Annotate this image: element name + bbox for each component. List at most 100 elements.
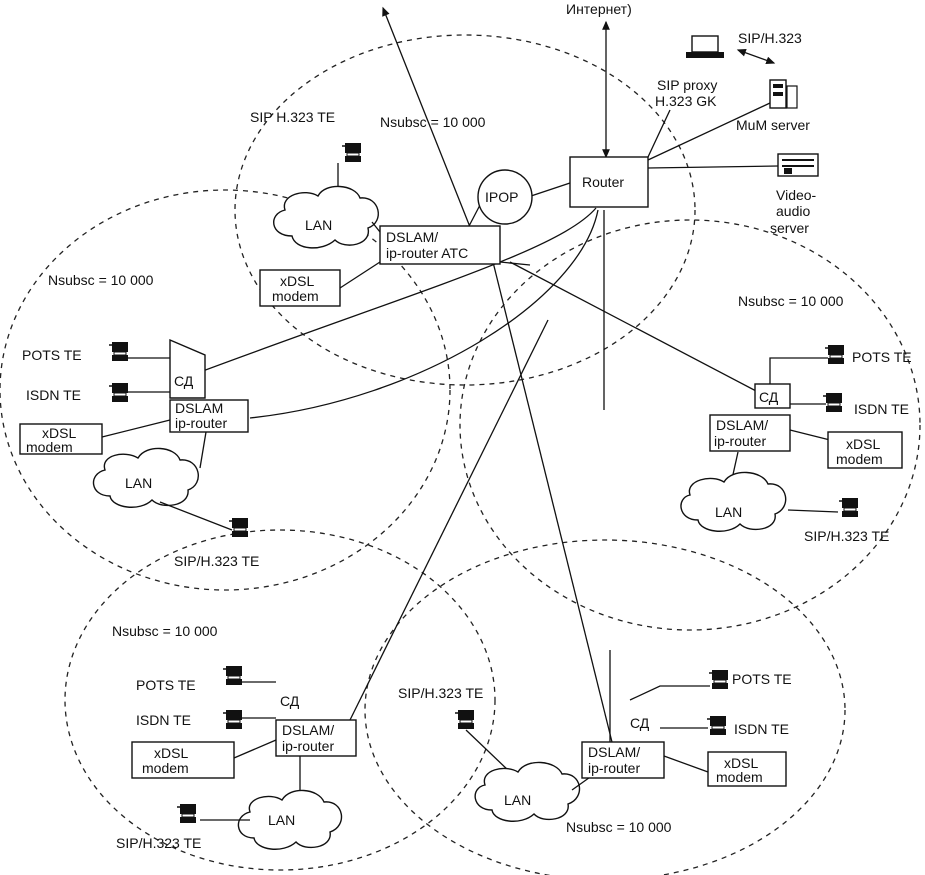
center-lan-dslam-link — [371, 221, 381, 233]
left-isdn-label: ISDN TE — [26, 387, 81, 403]
nsubsc-right: Nsubsc = 10 000 — [738, 293, 844, 309]
right-xdsl-label-2: modem — [836, 451, 883, 467]
bottom-isdn-label: ISDN TE — [734, 721, 789, 737]
bl-sip-te-icon — [176, 803, 197, 824]
uplink-arrow-left — [382, 6, 471, 228]
right-sip-te-icon — [838, 497, 859, 518]
router-mum-link — [647, 102, 771, 161]
video-label-2: audio — [776, 203, 810, 219]
bottom-sd-label: СД — [630, 715, 650, 731]
bottom-pots-icon — [708, 669, 729, 690]
atc-bottom-left-link — [349, 319, 549, 721]
left-xdsl-label-1: xDSL — [42, 425, 76, 441]
left-lan-te-link — [159, 501, 233, 531]
bottom-dslam-box: DSLAM/ ip-router — [581, 741, 665, 779]
center-dslam-out — [499, 261, 531, 266]
bl-lan-label: LAN — [268, 812, 295, 828]
ipop-node: IPOP — [477, 169, 533, 225]
center-sip-te-label: SIP H.323 TE — [250, 109, 335, 125]
bottom-xdsl-link — [663, 755, 709, 773]
left-xdsl-label-2: modem — [26, 439, 73, 455]
router-video-link — [647, 165, 779, 169]
bl-sd-label: СД — [280, 693, 300, 709]
bottom-sip-te-icon — [454, 709, 475, 730]
left-dslam-label-1: DSLAM — [175, 400, 223, 416]
bl-xdsl-modem: xDSL modem — [131, 741, 235, 779]
left-pots-label: POTS TE — [22, 347, 82, 363]
bottom-dslam-label-2: ip-router — [588, 760, 640, 776]
nsubsc-left: Nsubsc = 10 000 — [48, 272, 154, 288]
sip-h323-arrow — [736, 48, 776, 65]
core-links — [199, 6, 779, 743]
right-sd-splitter: СД — [754, 383, 791, 409]
right-sd-label: СД — [759, 389, 779, 405]
sip-h323-label: SIP/H.323 — [738, 30, 802, 46]
left-sd-label: СД — [174, 373, 194, 389]
nsubsc-bottom-left: Nsubsc = 10 000 — [112, 623, 218, 639]
coverage-circle-right — [459, 219, 921, 631]
coverage-circle-left — [0, 189, 451, 591]
right-dslam-label-1: DSLAM/ — [716, 417, 768, 433]
right-dslam-box: DSLAM/ ip-router — [709, 414, 791, 452]
left-lan: LAN — [92, 447, 199, 508]
nsubsc-top: Nsubsc = 10 000 — [380, 114, 486, 130]
bottom-sip-te-label: SIP/H.323 TE — [398, 685, 483, 701]
bl-xdsl-label-2: modem — [142, 760, 189, 776]
atc-right-link — [509, 261, 759, 393]
bl-dslam-label-1: DSLAM/ — [282, 722, 334, 738]
right-xdsl-label-1: xDSL — [846, 436, 880, 452]
atc-bottom-link — [492, 261, 613, 743]
right-lan-te-link — [787, 509, 839, 513]
bottom-lan: LAN — [474, 761, 581, 822]
bl-dslam-label-2: ip-router — [282, 738, 334, 754]
center-xdsl-modem: xDSL modem — [259, 269, 341, 307]
center-dslam-box: DSLAM/ ip-router ATC — [379, 225, 501, 265]
left-pots-icon — [108, 341, 129, 362]
bl-dslam-box: DSLAM/ ip-router — [275, 719, 357, 757]
bl-xdsl-label-1: xDSL — [154, 745, 188, 761]
video-label-3: server — [770, 220, 809, 236]
left-dslam-lan-link — [199, 431, 207, 469]
bottom-pots-link — [629, 685, 710, 701]
bottom-lan-label: LAN — [504, 792, 531, 808]
bottom-te-lan-link — [465, 729, 511, 773]
left-lan-label: LAN — [125, 475, 152, 491]
right-isdn-label: ISDN TE — [854, 401, 909, 417]
right-pots-icon — [824, 344, 845, 365]
left-xdsl-link — [101, 419, 171, 438]
video-server-icon — [777, 153, 819, 177]
bottom-pots-label: POTS TE — [732, 671, 792, 687]
sip-proxy-label: SIP proxy — [657, 77, 717, 93]
coverage-circle-center — [234, 34, 696, 386]
center-xdsl-label-2: modem — [272, 288, 319, 304]
coverage-circle-bottom — [364, 539, 846, 875]
bl-pots-label: POTS TE — [136, 677, 196, 693]
right-pots-link — [769, 357, 828, 392]
dslam-ipop-link — [467, 204, 481, 229]
left-sd-splitter: СД — [169, 338, 206, 399]
bottom-xdsl-modem: xDSL modem — [707, 751, 787, 787]
router-left-link — [199, 207, 597, 373]
bottom-xdsl-label-2: modem — [716, 769, 763, 785]
bl-pots-icon — [222, 665, 243, 686]
bottom-isdn-icon — [706, 715, 727, 736]
right-isdn-icon — [822, 392, 843, 413]
left-dslam-box: DSLAM ip-router — [169, 399, 249, 433]
internet-label: Интернет) — [566, 1, 632, 17]
bottom-xdsl-label-1: xDSL — [724, 755, 758, 771]
mum-server-label: MuM server — [736, 117, 810, 133]
center-xdsl-label-1: xDSL — [280, 273, 314, 289]
left-dslam-label-2: ip-router — [175, 415, 227, 431]
right-lan-label: LAN — [715, 504, 742, 520]
ipop-label: IPOP — [485, 189, 518, 205]
router-left-link-2 — [249, 209, 599, 419]
coverage-circle-bottom-left — [64, 529, 496, 871]
mum-server-icon — [769, 79, 798, 109]
video-label-1: Video- — [776, 187, 817, 203]
center-xdsl-link — [339, 261, 381, 289]
center-dslam-label-1: DSLAM/ — [386, 229, 438, 245]
coverage-circles — [0, 34, 921, 875]
center-sip-te-icon — [341, 142, 362, 163]
center-lan-label: LAN — [305, 217, 332, 233]
left-isdn-icon — [108, 382, 129, 403]
